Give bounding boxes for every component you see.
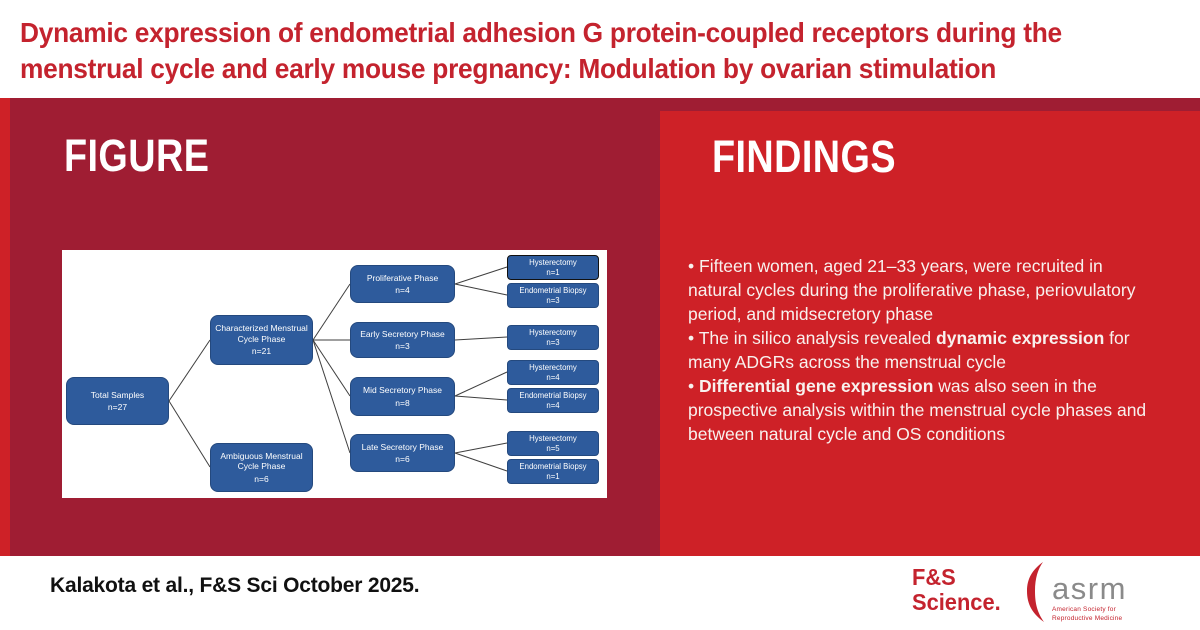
asrm-crescent-icon	[1027, 562, 1044, 622]
flow-node-label: Total Samples	[90, 389, 145, 400]
flow-node-endometrial-biopsy-3: Endometrial Biopsy n=3	[507, 283, 599, 308]
findings-panel: FINDINGS • Fifteen women, aged 21–33 yea…	[660, 111, 1200, 556]
flow-node-n: n=3	[395, 341, 410, 352]
flow-node-label: Late Secretory Phase	[361, 441, 444, 452]
flow-node-n: n=4	[546, 372, 560, 382]
flow-node-label: Ambiguous Menstrual Cycle Phase	[220, 450, 303, 472]
flow-node-label: Proliferative Phase	[366, 272, 439, 283]
asrm-tagline-line1: American Society for	[1052, 606, 1116, 613]
flow-node-label: Early Secretory Phase	[360, 328, 445, 339]
flowchart-figure: Total Samples n=27 Characterized Menstru…	[62, 250, 607, 498]
flow-node-label: Endometrial Biopsy	[519, 461, 587, 471]
fs-logo-line1: F&S	[912, 564, 956, 590]
flow-node-endometrial-biopsy-1: Endometrial Biopsy n=1	[507, 459, 599, 484]
citation: Kalakota et al., F&S Sci October 2025.	[50, 574, 420, 597]
flow-node-n: n=27	[107, 402, 128, 413]
asrm-tagline: American Society for Reproductive Medici…	[1052, 606, 1127, 624]
asrm-logo: asrm American Society for Reproductive M…	[1024, 562, 1127, 624]
flow-node-n: n=6	[395, 454, 410, 465]
flow-node-n: n=1	[546, 267, 560, 277]
flow-node-label: Hysterectomy	[529, 257, 577, 267]
flowchart-connectors	[168, 266, 508, 472]
finding-bullet: • Fifteen women, aged 21–33 years, were …	[688, 256, 1136, 324]
fs-science-logo: F&S Science.	[912, 564, 1001, 616]
flow-node-endometrial-biopsy-4: Endometrial Biopsy n=4	[507, 388, 599, 413]
flow-node-n: n=1	[546, 471, 560, 481]
fs-logo-line2: Science.	[912, 589, 1001, 616]
findings-bullets: • Fifteen women, aged 21–33 years, were …	[688, 255, 1150, 447]
title-band: Dynamic expression of endometrial adhesi…	[0, 0, 1200, 98]
flow-node-n: n=3	[546, 295, 560, 305]
flow-node-n: n=4	[395, 285, 410, 296]
asrm-wordmark: asrm	[1052, 571, 1127, 606]
figure-heading: FIGURE	[64, 130, 210, 181]
flow-node-hysterectomy-1: Hysterectomy n=1	[507, 255, 599, 280]
asrm-tagline-line2: Reproductive Medicine	[1052, 614, 1123, 622]
flow-node-late-secretory-phase: Late Secretory Phase n=6	[350, 434, 455, 472]
finding-bullet: • The in silico analysis revealed dynami…	[688, 327, 1130, 372]
flow-node-label: Characterized Menstrual Cycle Phase	[215, 323, 308, 344]
flow-node-hysterectomy-3: Hysterectomy n=3	[507, 325, 599, 350]
flow-node-n: n=21	[251, 346, 272, 357]
flow-node-n: n=3	[546, 337, 560, 347]
finding-bullet: • Differential gene expression was also …	[688, 375, 1147, 444]
flow-node-early-secretory-phase: Early Secretory Phase n=3	[350, 322, 455, 358]
flow-node-proliferative-phase: Proliferative Phase n=4	[350, 265, 455, 303]
left-accent-stripe	[0, 98, 10, 556]
flow-node-total-samples: Total Samples n=27	[66, 377, 169, 425]
flow-node-label: Endometrial Biopsy	[519, 390, 587, 400]
flow-node-characterized-phase: Characterized Menstrual Cycle Phase n=21	[210, 315, 313, 365]
flow-node-hysterectomy-5: Hysterectomy n=5	[507, 431, 599, 456]
flow-node-hysterectomy-4: Hysterectomy n=4	[507, 360, 599, 385]
page-title: Dynamic expression of endometrial adhesi…	[20, 17, 1062, 85]
flow-node-label: Hysterectomy	[529, 327, 577, 337]
flow-node-n: n=5	[546, 443, 560, 453]
flow-node-label: Hysterectomy	[529, 362, 577, 372]
flow-node-ambiguous-phase: Ambiguous Menstrual Cycle Phase n=6	[210, 443, 313, 492]
flow-node-label: Endometrial Biopsy	[519, 285, 587, 295]
flow-node-mid-secretory-phase: Mid Secretory Phase n=8	[350, 377, 455, 416]
flow-node-n: n=8	[395, 397, 410, 408]
footer: Kalakota et al., F&S Sci October 2025. F…	[0, 556, 1200, 630]
flow-node-n: n=6	[254, 473, 269, 484]
flow-node-n: n=4	[546, 400, 560, 410]
flow-node-label: Hysterectomy	[529, 433, 577, 443]
findings-heading: FINDINGS	[712, 131, 896, 182]
flow-node-label: Mid Secretory Phase	[363, 385, 442, 396]
